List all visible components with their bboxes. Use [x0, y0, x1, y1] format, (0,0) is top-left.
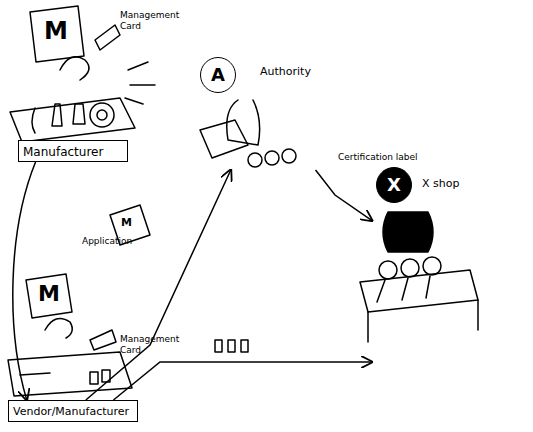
flow-arrow: [86, 170, 231, 400]
annotation-label: M: [121, 216, 132, 229]
labelled-product: [379, 261, 397, 279]
card-sheet: [26, 274, 72, 318]
flow-arrow: [113, 362, 372, 400]
node-label: Manufacturer: [23, 145, 103, 159]
authority-desk: [200, 120, 248, 158]
figure-head: [45, 318, 72, 338]
flow-arrow: [316, 170, 372, 221]
product-bottles: [377, 276, 430, 302]
seal-stamp: [282, 149, 296, 163]
product-roll: [97, 110, 107, 120]
desk: [10, 98, 135, 142]
annotation-label: M: [38, 282, 60, 306]
annotation-label: M: [44, 18, 68, 44]
labelled-product: [423, 257, 441, 275]
figure-head: [60, 57, 89, 80]
diagram-node: Vendor/Manufacturer: [8, 400, 138, 422]
annotation-label: Management Card: [120, 10, 180, 32]
edge-label: Certification label: [338, 152, 418, 162]
node-symbol: A: [200, 57, 236, 93]
annotation-label: Management Card: [120, 334, 180, 356]
management-card: [90, 330, 116, 350]
shop-shelf: [360, 270, 478, 312]
node-symbol: X: [376, 167, 412, 203]
products: [32, 104, 85, 133]
flow-arrow: [13, 162, 36, 400]
diagram-node: X X shop: [372, 165, 527, 340]
motion-lines: [125, 62, 155, 104]
management-card: [95, 25, 120, 50]
edge-label: Application: [82, 236, 132, 246]
diagram-node: A Authority: [198, 55, 338, 170]
shipped-goods: [215, 340, 248, 352]
node-label: Authority: [260, 65, 311, 78]
shelf-legs: [368, 300, 478, 342]
node-label: Vendor/Manufacturer: [13, 405, 129, 418]
products: [20, 370, 110, 384]
product-roll: [90, 103, 114, 127]
node-label: X shop: [422, 177, 459, 190]
shop-body: [383, 212, 433, 252]
diagram-node: Manufacturer: [18, 140, 128, 162]
desk: [8, 352, 132, 396]
card-sheet: [30, 6, 84, 62]
labelled-product: [401, 259, 419, 277]
seal-stamp: [248, 153, 262, 167]
authority-body: [227, 100, 260, 145]
seal-stamp: [265, 151, 279, 165]
